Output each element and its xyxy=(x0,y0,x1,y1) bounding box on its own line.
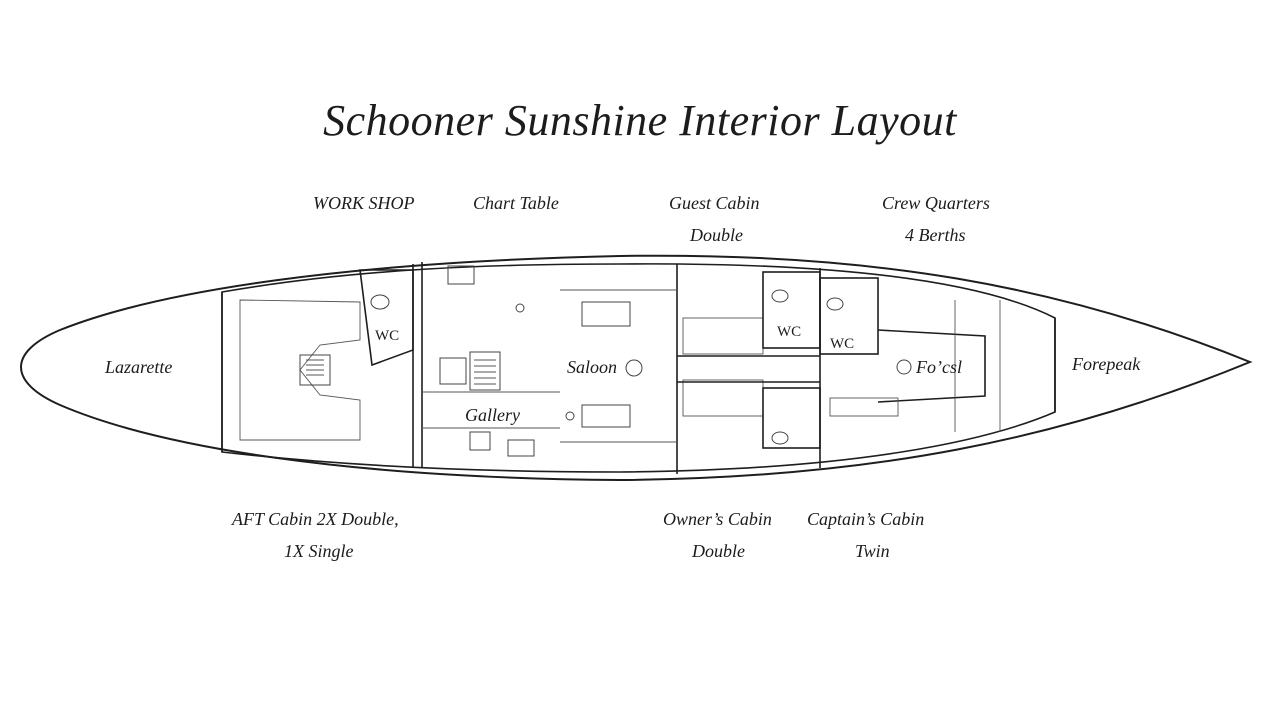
captains-cabin-type: Twin xyxy=(855,541,890,561)
focsl-label: Fo’csl xyxy=(915,357,962,377)
work-shop-label: WORK SHOP xyxy=(313,193,415,213)
forepeak-label: Forepeak xyxy=(1071,354,1141,374)
owners-cabin-berth xyxy=(682,379,764,417)
saloon-mast xyxy=(625,359,643,377)
aft-wc-toilet xyxy=(370,294,390,310)
guest-wc-toilet xyxy=(771,289,789,303)
focsl-room xyxy=(877,329,986,403)
hull-outer-outline xyxy=(20,254,1253,482)
crew-quarters-berths: 4 Berths xyxy=(905,225,966,245)
aft-cabin-single: 1X Single xyxy=(284,541,354,561)
owners-wc-toilet xyxy=(771,431,789,445)
captains-cabin-berth xyxy=(829,397,899,417)
crew-quarters-label: Crew Quarters xyxy=(882,193,990,213)
chart-table xyxy=(447,265,475,285)
saloon-settee-top xyxy=(581,301,631,327)
aft-wc-label: WC xyxy=(375,328,399,344)
lazarette-label: Lazarette xyxy=(104,357,172,377)
aft-cabin-companionway xyxy=(299,354,331,386)
galley-sink xyxy=(507,439,535,457)
saloon-label: Saloon xyxy=(567,357,617,377)
captains-cabin-label: Captain’s Cabin xyxy=(807,509,924,529)
saloon-post-bottom xyxy=(565,411,575,421)
aft-cabin-berth-outline xyxy=(239,299,361,441)
guest-cabin-label: Guest Cabin xyxy=(669,193,760,213)
saloon-companionway xyxy=(469,351,501,391)
owners-cabin-type: Double xyxy=(691,541,745,561)
crew-wc-label: WC xyxy=(830,336,854,352)
saloon-settee-bottom xyxy=(581,404,631,428)
guest-cabin-type: Double xyxy=(689,225,743,245)
aft-wc-room xyxy=(359,269,414,367)
owners-wc-room xyxy=(762,387,821,449)
page-title: Schooner Sunshine Interior Layout xyxy=(323,96,957,145)
crew-wc-toilet xyxy=(826,297,844,311)
owners-cabin-label: Owner’s Cabin xyxy=(663,509,772,529)
galley-counter xyxy=(469,431,491,451)
guest-wc-label: WC xyxy=(777,324,801,340)
crew-wc-room xyxy=(819,277,879,355)
guest-cabin-berth xyxy=(682,317,764,355)
saloon-post-top xyxy=(515,303,525,313)
galley-stove xyxy=(439,357,467,385)
focsl-mast xyxy=(896,359,912,375)
aft-cabin-label: AFT Cabin 2X Double, xyxy=(231,509,399,529)
chart-table-label: Chart Table xyxy=(473,193,559,213)
gallery-label: Gallery xyxy=(465,405,520,425)
